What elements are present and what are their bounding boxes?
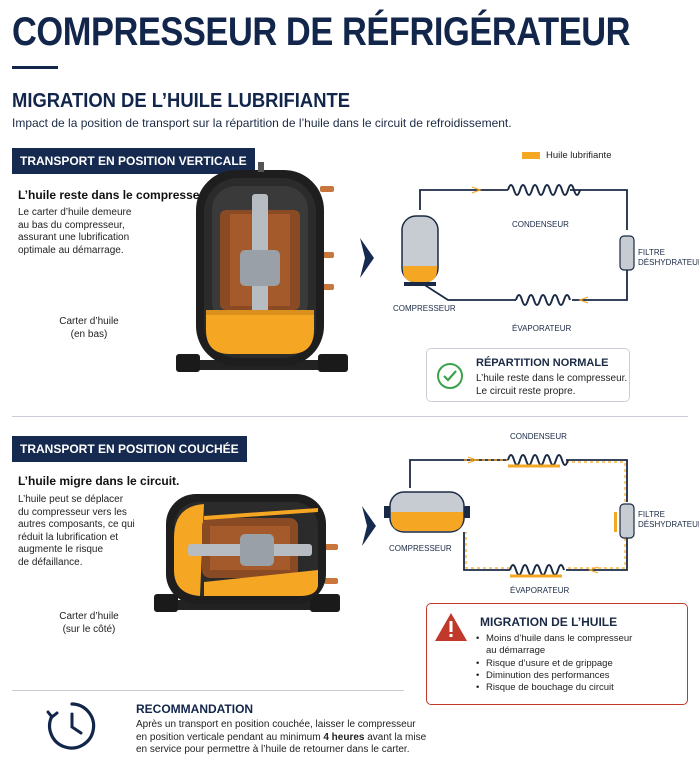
horizontal-compressor-label: COMPRESSEUR (389, 544, 452, 553)
oil-migration-warning-title: MIGRATION DE L’HUILE (480, 615, 618, 629)
horizontal-description-line: du compresseur vers les (18, 506, 127, 518)
clock-icon (46, 702, 96, 750)
recommendation-line: Après un transport en position couchée, … (136, 719, 416, 730)
section-divider (12, 416, 688, 417)
filter-label-line: FILTRE (638, 510, 665, 519)
vertical-section-tag: TRANSPORT EN POSITION VERTICALE (12, 148, 255, 174)
vertical-flow-arrow (360, 238, 374, 278)
recommendation-line-part: avant la mise (367, 731, 427, 743)
normal-status-line: L’huile reste dans le compresseur. (476, 373, 628, 384)
horizontal-description: L’huile peut se déplacer du compresseur … (18, 494, 135, 569)
callout-line: (sur le côté) (62, 623, 116, 635)
horizontal-description-line: L’huile peut se déplacer (18, 494, 124, 505)
horizontal-condenser-label: CONDENSEUR (510, 432, 567, 441)
vertical-description-line: optimale au démarrage. (18, 244, 124, 256)
filter-label-line: DÉSHYDRATEUR (638, 258, 699, 267)
vertical-headline: L’huile reste dans le compresseur. (18, 188, 215, 202)
filter-label-line: FILTRE (638, 248, 665, 257)
horizontal-description-line: de défaillance. (18, 556, 83, 568)
check-circle-icon (437, 363, 463, 389)
callout-line: Carter d’huile (59, 316, 119, 327)
oil-legend-label: Huile lubrifiante (546, 150, 612, 161)
vertical-description-line: Le carter d’huile demeure (18, 207, 132, 218)
horizontal-section-tag: TRANSPORT EN POSITION COUCHÉE (12, 436, 247, 462)
oil-legend-swatch (522, 152, 540, 159)
vertical-compressor-label: COMPRESSEUR (393, 304, 456, 313)
recommendation-divider (12, 690, 404, 691)
recommendation-line-part: en position verticale pendant au minimum (136, 731, 321, 743)
page-title: COMPRESSEUR DE RÉFRIGÉRATEUR (12, 10, 631, 54)
recommendation-line: en service pour permettre à l’huile de r… (136, 744, 410, 755)
horizontal-flow-arrow (362, 506, 376, 546)
normal-status-box (426, 348, 630, 402)
normal-status-title: RÉPARTITION NORMALE (476, 357, 609, 369)
warning-item: Moins d’huile dans le compresseur (476, 633, 632, 646)
horizontal-description-line: augmente le risque (18, 544, 104, 555)
horizontal-compressor-illustration (154, 494, 340, 612)
warning-item: Risque d’usure et de grippage (476, 658, 632, 671)
vertical-oil-sump-callout: Carter d’huile (en bas) (54, 316, 124, 341)
horizontal-oil-sump-callout: Carter d’huile (sur le côté) (54, 611, 124, 636)
horizontal-headline: L’huile migre dans le circuit. (18, 474, 180, 488)
recommendation-text: Après un transport en position couchée, … (136, 719, 426, 757)
vertical-description-line: assurant une lubrification (18, 232, 130, 243)
callout-line: (en bas) (70, 328, 108, 340)
vertical-compressor-illustration (176, 162, 348, 372)
oil-migration-warning-list: Moins d’huile dans le compresseur au dém… (476, 633, 632, 695)
horizontal-refrigeration-circuit (384, 454, 635, 578)
vertical-refrigeration-circuit (401, 184, 635, 306)
vertical-description-line: au bas du compresseur, (18, 219, 125, 231)
section-heading: MIGRATION DE L’HUILE LUBRIFIANTE (12, 90, 351, 112)
recommendation-duration: 4 heures (323, 731, 365, 743)
normal-status-line: Le circuit reste propre. (476, 386, 576, 397)
horizontal-description-line: réduit la lubrification et (18, 531, 119, 543)
recommendation-line: en position verticale pendant au minimum… (136, 732, 426, 745)
vertical-description: Le carter d’huile demeure au bas du comp… (18, 207, 131, 257)
horizontal-filter-label: FILTRE DÉSHYDRATEUR (638, 510, 699, 530)
warning-item: Diminution des performances (476, 670, 632, 683)
vertical-filter-label: FILTRE DÉSHYDRATEUR (638, 248, 699, 268)
page-subtitle: Impact de la position de transport sur l… (12, 116, 512, 130)
title-underline (12, 66, 58, 69)
horizontal-description-line: autres composants, ce qui (18, 519, 135, 530)
warning-icon (435, 613, 467, 641)
recommendation-title: RECOMMANDATION (136, 702, 254, 716)
vertical-evaporator-label: ÉVAPORATEUR (512, 324, 572, 333)
callout-line: Carter d’huile (59, 611, 119, 622)
vertical-condenser-label: CONDENSEUR (512, 220, 569, 229)
filter-label-line: DÉSHYDRATEUR (638, 520, 699, 529)
horizontal-evaporator-label: ÉVAPORATEUR (510, 586, 570, 595)
warning-item-continuation: au démarrage (486, 645, 546, 657)
oil-legend: Huile lubrifiante (522, 150, 611, 161)
warning-item: Risque de bouchage du circuit (476, 682, 632, 695)
